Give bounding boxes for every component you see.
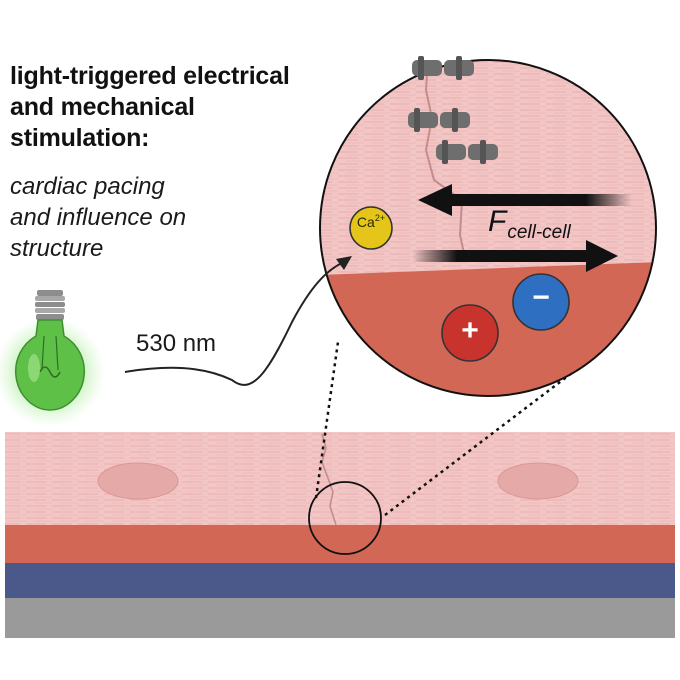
calcium-symbol: Ca — [356, 214, 375, 230]
subtitle-line-3: structure — [10, 235, 104, 262]
positive-charge-label: + — [461, 314, 479, 347]
gray-base-layer — [5, 598, 675, 638]
title-line-3: stimulation: — [10, 124, 150, 152]
subtitle-line-2: and influence on — [10, 204, 187, 231]
negative-ion — [512, 273, 570, 331]
force-subscript: cell-cell — [507, 222, 571, 243]
light-path-arrowhead — [336, 256, 352, 270]
subtitle-line-1: cardiac pacing — [10, 173, 165, 200]
light-path-curve — [124, 261, 345, 386]
light-bulb-icon — [0, 290, 105, 427]
ion-channel-icon — [408, 56, 498, 164]
cell-junction-line — [321, 433, 337, 526]
negative-charge-label: − — [532, 281, 550, 314]
cell-nucleus-right — [497, 462, 579, 500]
wavelength-label: 530 nm — [136, 330, 217, 357]
layered-substrate — [5, 432, 675, 638]
force-arrow-left-icon — [418, 184, 632, 216]
title-line-2: and mechanical — [10, 93, 195, 121]
zoom-guide-lines — [314, 341, 586, 516]
zoom-region-circle — [308, 481, 382, 555]
blue-layer — [5, 563, 675, 598]
title-line-1: light-triggered electrical — [10, 62, 290, 90]
force-symbol: F — [488, 205, 507, 238]
calcium-charge: 2+ — [374, 213, 386, 223]
red-substrate-layer — [5, 525, 675, 563]
positive-ion — [441, 304, 499, 362]
calcium-ion — [349, 206, 393, 250]
force-arrow-right-icon — [412, 240, 618, 272]
cell-nucleus-left — [97, 462, 179, 500]
calcium-label: Ca2+ — [349, 213, 393, 230]
force-label: Fcell-cell — [488, 205, 571, 243]
